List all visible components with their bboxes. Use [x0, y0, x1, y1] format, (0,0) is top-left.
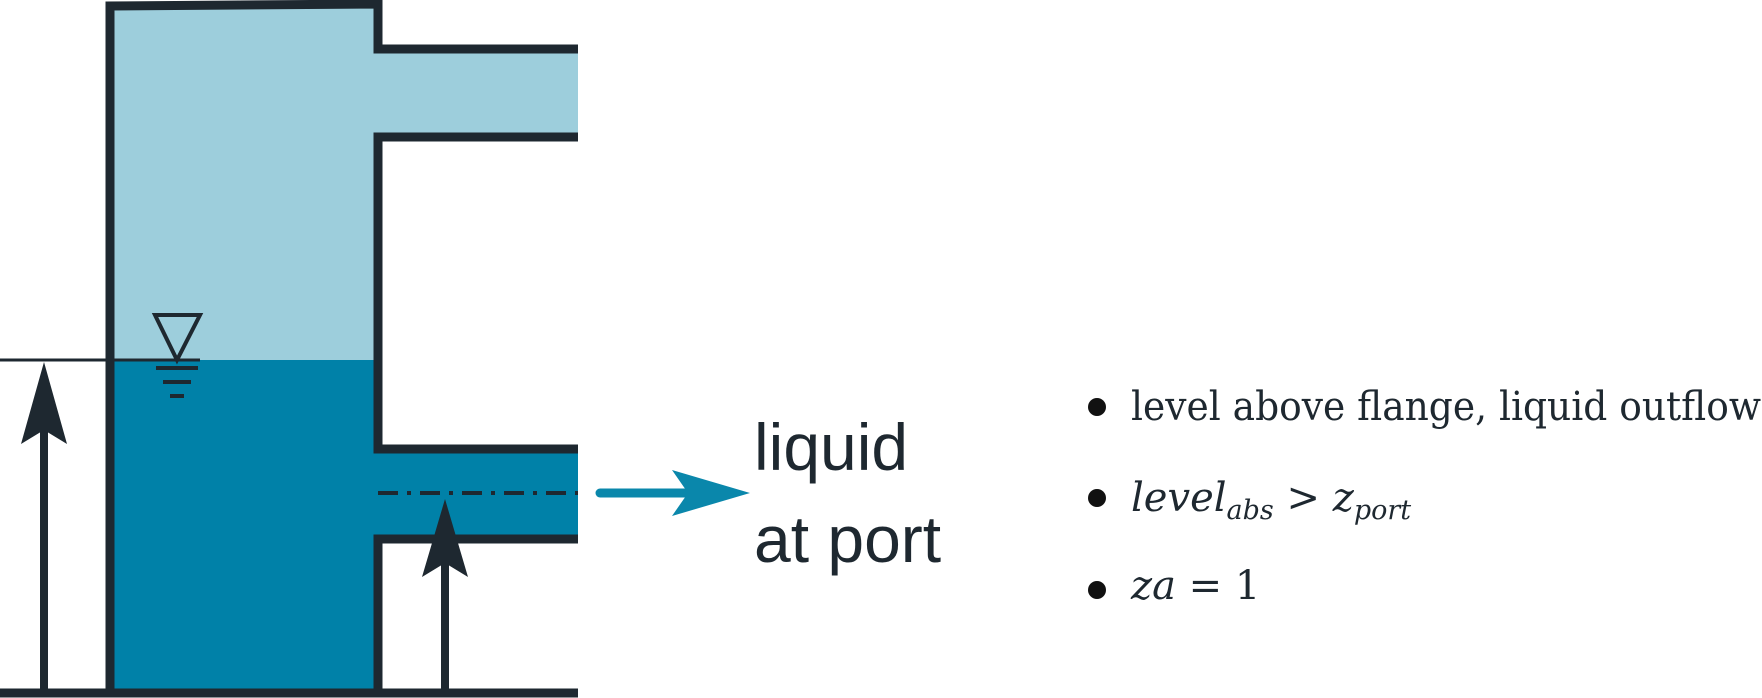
bullet-dot-1 — [1088, 398, 1106, 416]
level-subscript: abs — [1227, 495, 1274, 526]
bullet-item-3: za = 1 — [1130, 563, 1260, 609]
bullet-item-2: levelabs > zport — [1131, 475, 1411, 526]
bullet-dot-3 — [1088, 581, 1106, 599]
za-value: 1 — [1235, 563, 1260, 609]
z-port-arrow — [422, 499, 468, 692]
port-label-line2: at port — [754, 502, 941, 576]
tank-outline — [105, 0, 578, 692]
level-var: level — [1131, 475, 1227, 521]
z-var: z — [1332, 475, 1355, 521]
liquid-region — [110, 360, 578, 692]
greater-than-op: > — [1274, 475, 1333, 521]
equals-op: = — [1176, 563, 1235, 609]
outflow-arrow — [595, 470, 750, 516]
bullet-dot-2 — [1088, 489, 1106, 507]
bullet-item-1: level above flange, liquid outflow — [1131, 384, 1761, 430]
condition-list: level above flange, liquid outflow level… — [1088, 384, 1761, 609]
za-var: za — [1130, 563, 1176, 609]
port-label-line1: liquid — [754, 410, 908, 484]
water-level-icon — [151, 313, 204, 398]
level-abs-arrow — [21, 362, 67, 692]
gas-region — [110, 8, 578, 360]
port-subscript: port — [1354, 495, 1411, 526]
